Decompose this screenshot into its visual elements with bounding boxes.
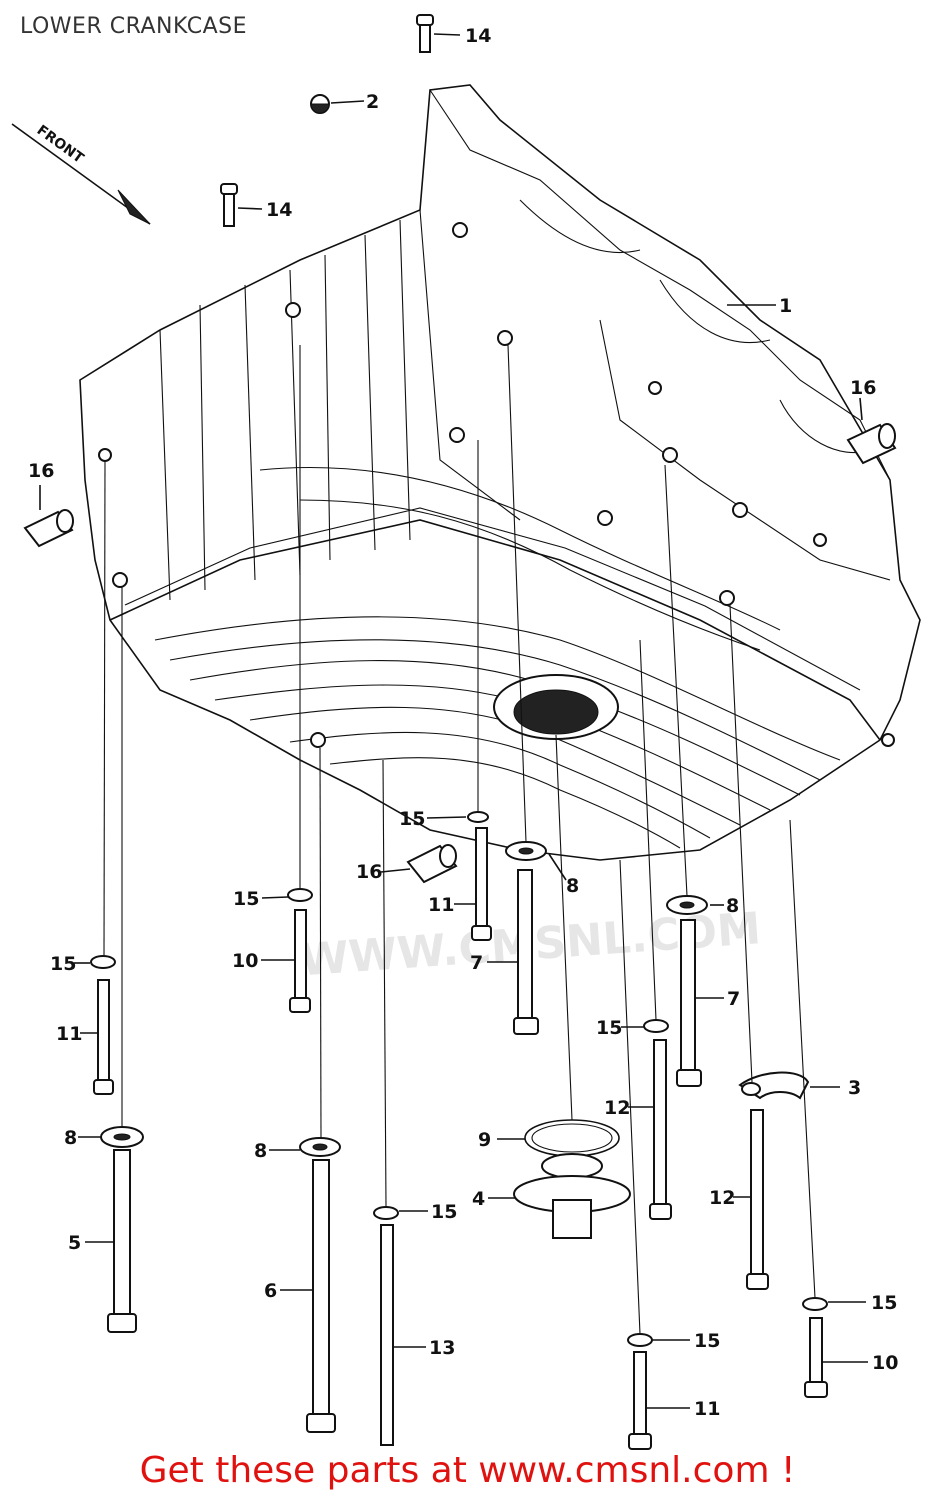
callout-15-bottom: 15 — [694, 1330, 720, 1352]
callout-15-lower-center: 15 — [431, 1201, 457, 1223]
callout-15-left-center: 15 — [233, 888, 259, 910]
callout-10-right: 10 — [872, 1352, 898, 1374]
callout-16-right: 16 — [850, 377, 876, 399]
front-arrow-icon: FRONT — [11, 122, 151, 225]
part-4-drain-plug — [488, 1153, 631, 1239]
callout-12-right: 12 — [709, 1187, 735, 1209]
part-16-dowel-right — [846, 397, 897, 465]
callout-8-right: 8 — [726, 895, 739, 917]
footer-parts-link[interactable]: Get these parts at www.cmsnl.com ! — [139, 1450, 796, 1491]
leader-lines — [74, 304, 868, 1409]
callout-7-center: 7 — [470, 952, 483, 974]
callout-7-right: 7 — [727, 988, 740, 1010]
callout-13: 13 — [429, 1337, 455, 1359]
callout-15-right-center: 15 — [596, 1017, 622, 1039]
callout-12-center: 12 — [604, 1097, 630, 1119]
part-3-clamp — [738, 1071, 840, 1100]
page-title: LOWER CRANKCASE — [20, 14, 247, 39]
callout-14-left: 14 — [266, 199, 292, 221]
callout-10-left: 10 — [232, 950, 258, 972]
callout-9: 9 — [478, 1129, 491, 1151]
callout-14-top: 14 — [465, 25, 491, 47]
part-16-dowel-left — [23, 485, 74, 548]
part-2-cap — [310, 94, 365, 114]
callout-2: 2 — [366, 91, 379, 113]
callout-15-center: 15 — [399, 808, 425, 830]
lower-crankcase-body — [79, 84, 921, 861]
part-16-dowel-center — [380, 844, 458, 884]
callout-11-bottom: 11 — [694, 1398, 720, 1420]
part-9-o-ring — [497, 1119, 620, 1157]
callout-8-center: 8 — [566, 875, 579, 897]
callout-16-left: 16 — [28, 460, 54, 482]
callout-11-left: 11 — [56, 1023, 82, 1045]
callout-16-center: 16 — [356, 861, 382, 883]
callout-3: 3 — [848, 1077, 861, 1099]
callout-15-far-left: 15 — [50, 953, 76, 975]
callout-15-right: 15 — [871, 1292, 897, 1314]
callout-4: 4 — [472, 1188, 485, 1210]
callout-5: 5 — [68, 1232, 81, 1254]
guide-lines — [103, 344, 816, 1335]
callout-6: 6 — [264, 1280, 277, 1302]
callout-8-center-left: 8 — [254, 1140, 267, 1162]
bolt-group — [93, 827, 828, 1450]
callout-11-center: 11 — [428, 894, 454, 916]
part-14-left-bolt — [220, 183, 263, 227]
callout-8-left: 8 — [64, 1127, 77, 1149]
washer-group — [90, 811, 828, 1347]
callout-1: 1 — [779, 295, 792, 317]
part-14-top-bolt — [416, 14, 461, 53]
